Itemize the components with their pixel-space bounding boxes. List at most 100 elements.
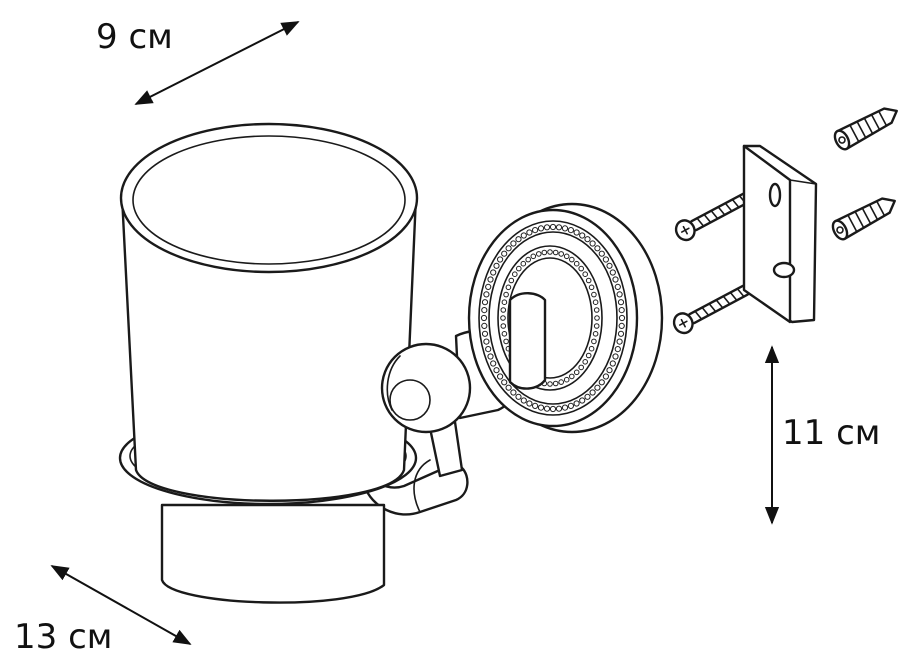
flange-bead bbox=[487, 353, 494, 360]
flange-bead bbox=[493, 262, 500, 269]
flange-bead bbox=[500, 315, 506, 321]
flange-bead bbox=[609, 360, 616, 367]
flange-bead bbox=[510, 389, 517, 396]
flange-bead bbox=[584, 393, 591, 400]
flange-bead bbox=[497, 256, 504, 263]
depth-dimension-label: 13 см bbox=[14, 617, 113, 657]
flange-bead bbox=[616, 291, 623, 298]
screw-upper bbox=[674, 190, 759, 242]
flange-bead bbox=[501, 331, 508, 337]
flange-bead bbox=[578, 364, 585, 371]
flange-bead bbox=[505, 245, 512, 252]
flange-bead bbox=[578, 265, 585, 272]
flange-bead bbox=[612, 353, 619, 360]
flange-bead bbox=[532, 402, 539, 409]
flange-bead bbox=[592, 331, 599, 337]
flange-bead bbox=[500, 323, 507, 329]
flange-bead bbox=[589, 240, 596, 247]
flange-bead bbox=[584, 236, 591, 243]
flange-bead bbox=[592, 299, 599, 306]
flange-bead bbox=[505, 384, 512, 391]
flange-bead bbox=[515, 236, 522, 243]
wall-plug-lower bbox=[831, 197, 896, 241]
flange-bead bbox=[617, 299, 625, 306]
glass-cup bbox=[119, 122, 419, 502]
flange-bead bbox=[593, 323, 600, 329]
flange-bead bbox=[561, 404, 569, 411]
flange-bead bbox=[541, 249, 548, 256]
flange-bead bbox=[589, 389, 596, 396]
width-dimension-label: 9 см bbox=[96, 17, 173, 57]
flange-bead bbox=[588, 284, 595, 291]
flange-bead bbox=[520, 397, 527, 404]
flange-bead bbox=[510, 240, 517, 247]
width-dimension-arrow bbox=[134, 21, 300, 105]
flange-bead bbox=[598, 250, 605, 257]
flange-bead bbox=[485, 346, 492, 353]
flange-bead bbox=[485, 283, 492, 290]
flange-bead bbox=[501, 299, 508, 306]
flange-bead bbox=[501, 250, 508, 257]
flange-bead bbox=[614, 346, 621, 353]
flange-bead bbox=[483, 291, 490, 298]
flange-bead bbox=[525, 256, 532, 263]
flange-bead bbox=[594, 384, 601, 391]
flange-bead bbox=[552, 380, 559, 387]
flange-bead bbox=[497, 373, 504, 380]
flange-bead bbox=[585, 277, 592, 284]
flange-bead bbox=[481, 322, 488, 329]
flange-bead bbox=[618, 307, 625, 314]
flange-bead bbox=[618, 322, 625, 329]
flange-bead bbox=[490, 360, 497, 367]
flange-bead bbox=[500, 307, 507, 313]
flange-bead bbox=[490, 269, 497, 276]
flange-bead bbox=[579, 397, 586, 404]
flange-bead bbox=[616, 338, 623, 345]
flange-bead bbox=[617, 330, 625, 337]
flange-bead bbox=[480, 314, 488, 322]
flange-bead bbox=[573, 260, 580, 267]
flange-bead bbox=[561, 225, 569, 232]
flange-bead bbox=[537, 225, 545, 232]
flange-bead bbox=[567, 402, 575, 409]
flange-bead bbox=[520, 260, 527, 267]
flange-bead bbox=[515, 393, 522, 400]
flange-bead bbox=[483, 338, 490, 345]
flange-bead bbox=[606, 262, 613, 269]
flange-bead bbox=[516, 265, 522, 272]
flange-bead bbox=[526, 229, 533, 236]
flange-bead bbox=[512, 271, 518, 278]
flange-bead bbox=[505, 284, 512, 291]
flange-bead bbox=[555, 224, 563, 231]
flange-bead bbox=[536, 251, 542, 257]
flange-bead bbox=[579, 232, 586, 239]
flange-bead bbox=[594, 245, 601, 252]
height-dimension-label: 11 см bbox=[782, 413, 881, 453]
flange-bead bbox=[594, 315, 600, 321]
flange-bead bbox=[591, 338, 597, 345]
flange-bead bbox=[481, 307, 488, 314]
flange-bead bbox=[573, 229, 580, 236]
flange-bead bbox=[532, 227, 539, 234]
flange-bead bbox=[493, 367, 500, 374]
flange-bead bbox=[549, 223, 557, 231]
flange-bead bbox=[555, 405, 563, 412]
flange-bead bbox=[602, 256, 610, 263]
flange-bead bbox=[573, 400, 580, 407]
flange-bead bbox=[563, 376, 570, 383]
flange-bead bbox=[593, 307, 600, 313]
mounting-plate bbox=[742, 144, 818, 324]
flange-bead bbox=[543, 405, 551, 412]
flange-bead bbox=[547, 249, 553, 255]
flange-bead bbox=[481, 330, 489, 337]
flange-bead bbox=[567, 227, 575, 234]
flange-bead bbox=[503, 338, 509, 345]
flange-bead bbox=[552, 249, 559, 256]
flange-bead bbox=[606, 367, 613, 374]
flange-bead bbox=[558, 379, 565, 385]
flange-bead bbox=[537, 404, 545, 411]
flange-bead bbox=[543, 224, 551, 231]
flange-bead bbox=[481, 299, 489, 306]
